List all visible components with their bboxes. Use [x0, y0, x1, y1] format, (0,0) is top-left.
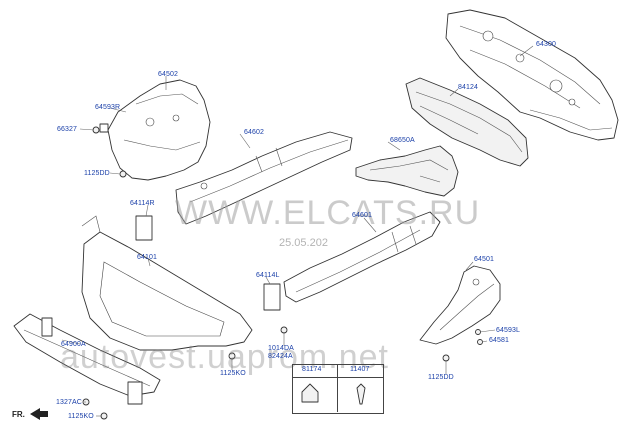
label-64501[interactable]: 64501 [474, 256, 494, 263]
member-68650a-part [355, 145, 459, 197]
side-member-rh-part [175, 131, 353, 225]
label-66327[interactable]: 66327 [57, 126, 77, 133]
label-64593l[interactable]: 64593L [496, 327, 520, 334]
dash-panel-part [445, 9, 619, 141]
label-1014da[interactable]: 1014DA [268, 345, 294, 352]
label-64581[interactable]: 64581 [489, 337, 509, 344]
label-64114l[interactable]: 64114L [256, 272, 280, 279]
label-84124[interactable]: 84124 [458, 84, 478, 91]
label-1327ac[interactable]: 1327AC [56, 399, 82, 406]
label-82424a[interactable]: 82424A [268, 353, 293, 360]
radiator-support-part [81, 215, 253, 351]
label-64601[interactable]: 64601 [352, 212, 372, 219]
label-64900a[interactable]: 64900A [61, 341, 86, 348]
watermark-overlay: autovest.uaprom.net [60, 338, 389, 376]
label-1125dd-b[interactable]: 1125DD [428, 374, 454, 381]
side-member-lh-part [283, 211, 441, 303]
bracket-lh-part [263, 283, 281, 311]
label-64602[interactable]: 64602 [244, 129, 264, 136]
label-64101[interactable]: 64101 [137, 254, 157, 261]
label-11407[interactable]: 11407 [350, 366, 370, 373]
wheel-house-lh-part [419, 265, 501, 345]
label-1125dd-a[interactable]: 1125DD [84, 170, 110, 177]
front-arrow-icon [30, 408, 48, 420]
watermark-site: WWW.ELCATS.RU [175, 194, 481, 232]
label-64502[interactable]: 64502 [158, 71, 178, 78]
label-64114r[interactable]: 64114R [130, 200, 155, 207]
watermark-date: 25.05.202 [279, 237, 328, 249]
label-1125ko-b[interactable]: 1125KO [68, 413, 94, 420]
label-64300[interactable]: 64300 [536, 41, 556, 48]
clip-81174-part [301, 383, 319, 403]
wheel-house-rh-part [99, 79, 211, 181]
detail-box-divider [337, 364, 338, 412]
bracket-rh-part [135, 215, 153, 241]
front-direction-label: FR. [12, 410, 25, 419]
label-1125ko-a[interactable]: 1125KO [220, 370, 246, 377]
bolt-11407-part [356, 383, 366, 405]
label-68650a[interactable]: 68650A [390, 137, 415, 144]
leader-lines [61, 45, 534, 417]
detail-box-header [292, 364, 384, 378]
bumper-beam-part [13, 313, 161, 405]
label-64593r[interactable]: 64593R [95, 104, 121, 111]
insulator-part [405, 77, 529, 167]
label-81174[interactable]: 81174 [302, 366, 322, 373]
